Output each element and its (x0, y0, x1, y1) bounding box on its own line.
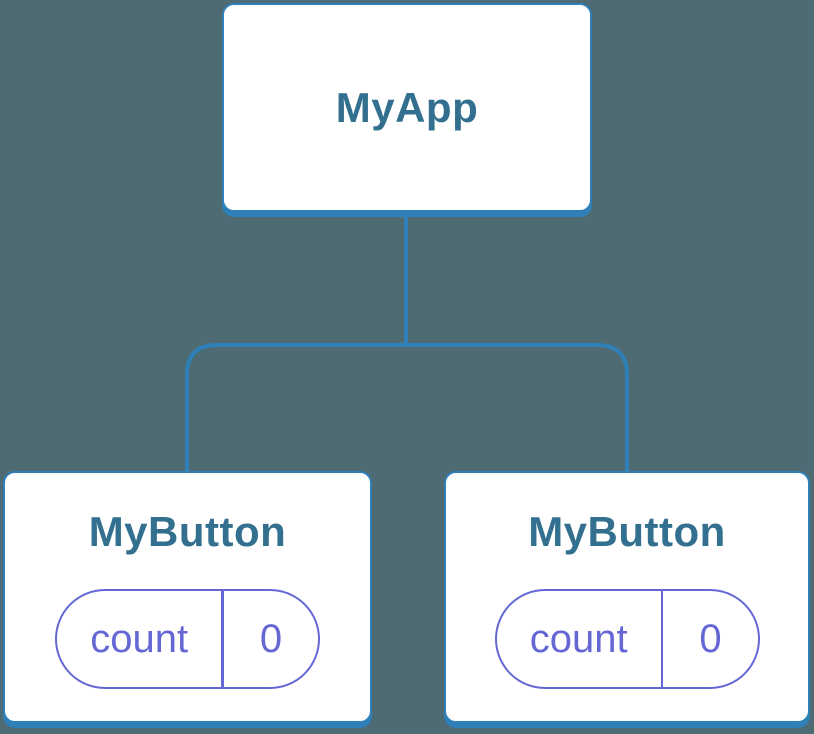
component-label: MyButton (88, 508, 287, 555)
component-node-root: MyApp (222, 3, 592, 212)
state-pill: count 0 (55, 589, 320, 689)
state-name: count (529, 616, 628, 661)
component-label: MyApp (335, 83, 479, 131)
state-pill-divider (221, 591, 224, 687)
state-value: 0 (259, 616, 283, 661)
component-node-child-2: MyButton count 0 (444, 471, 810, 723)
state-name: count (90, 616, 189, 661)
state-pill: count 0 (494, 589, 760, 689)
state-value: 0 (699, 616, 722, 661)
component-label: MyButton (528, 508, 726, 555)
state-pill-divider (660, 591, 664, 687)
component-node-child-1: MyButton count 0 (3, 471, 372, 723)
connector-bracket (185, 343, 629, 472)
